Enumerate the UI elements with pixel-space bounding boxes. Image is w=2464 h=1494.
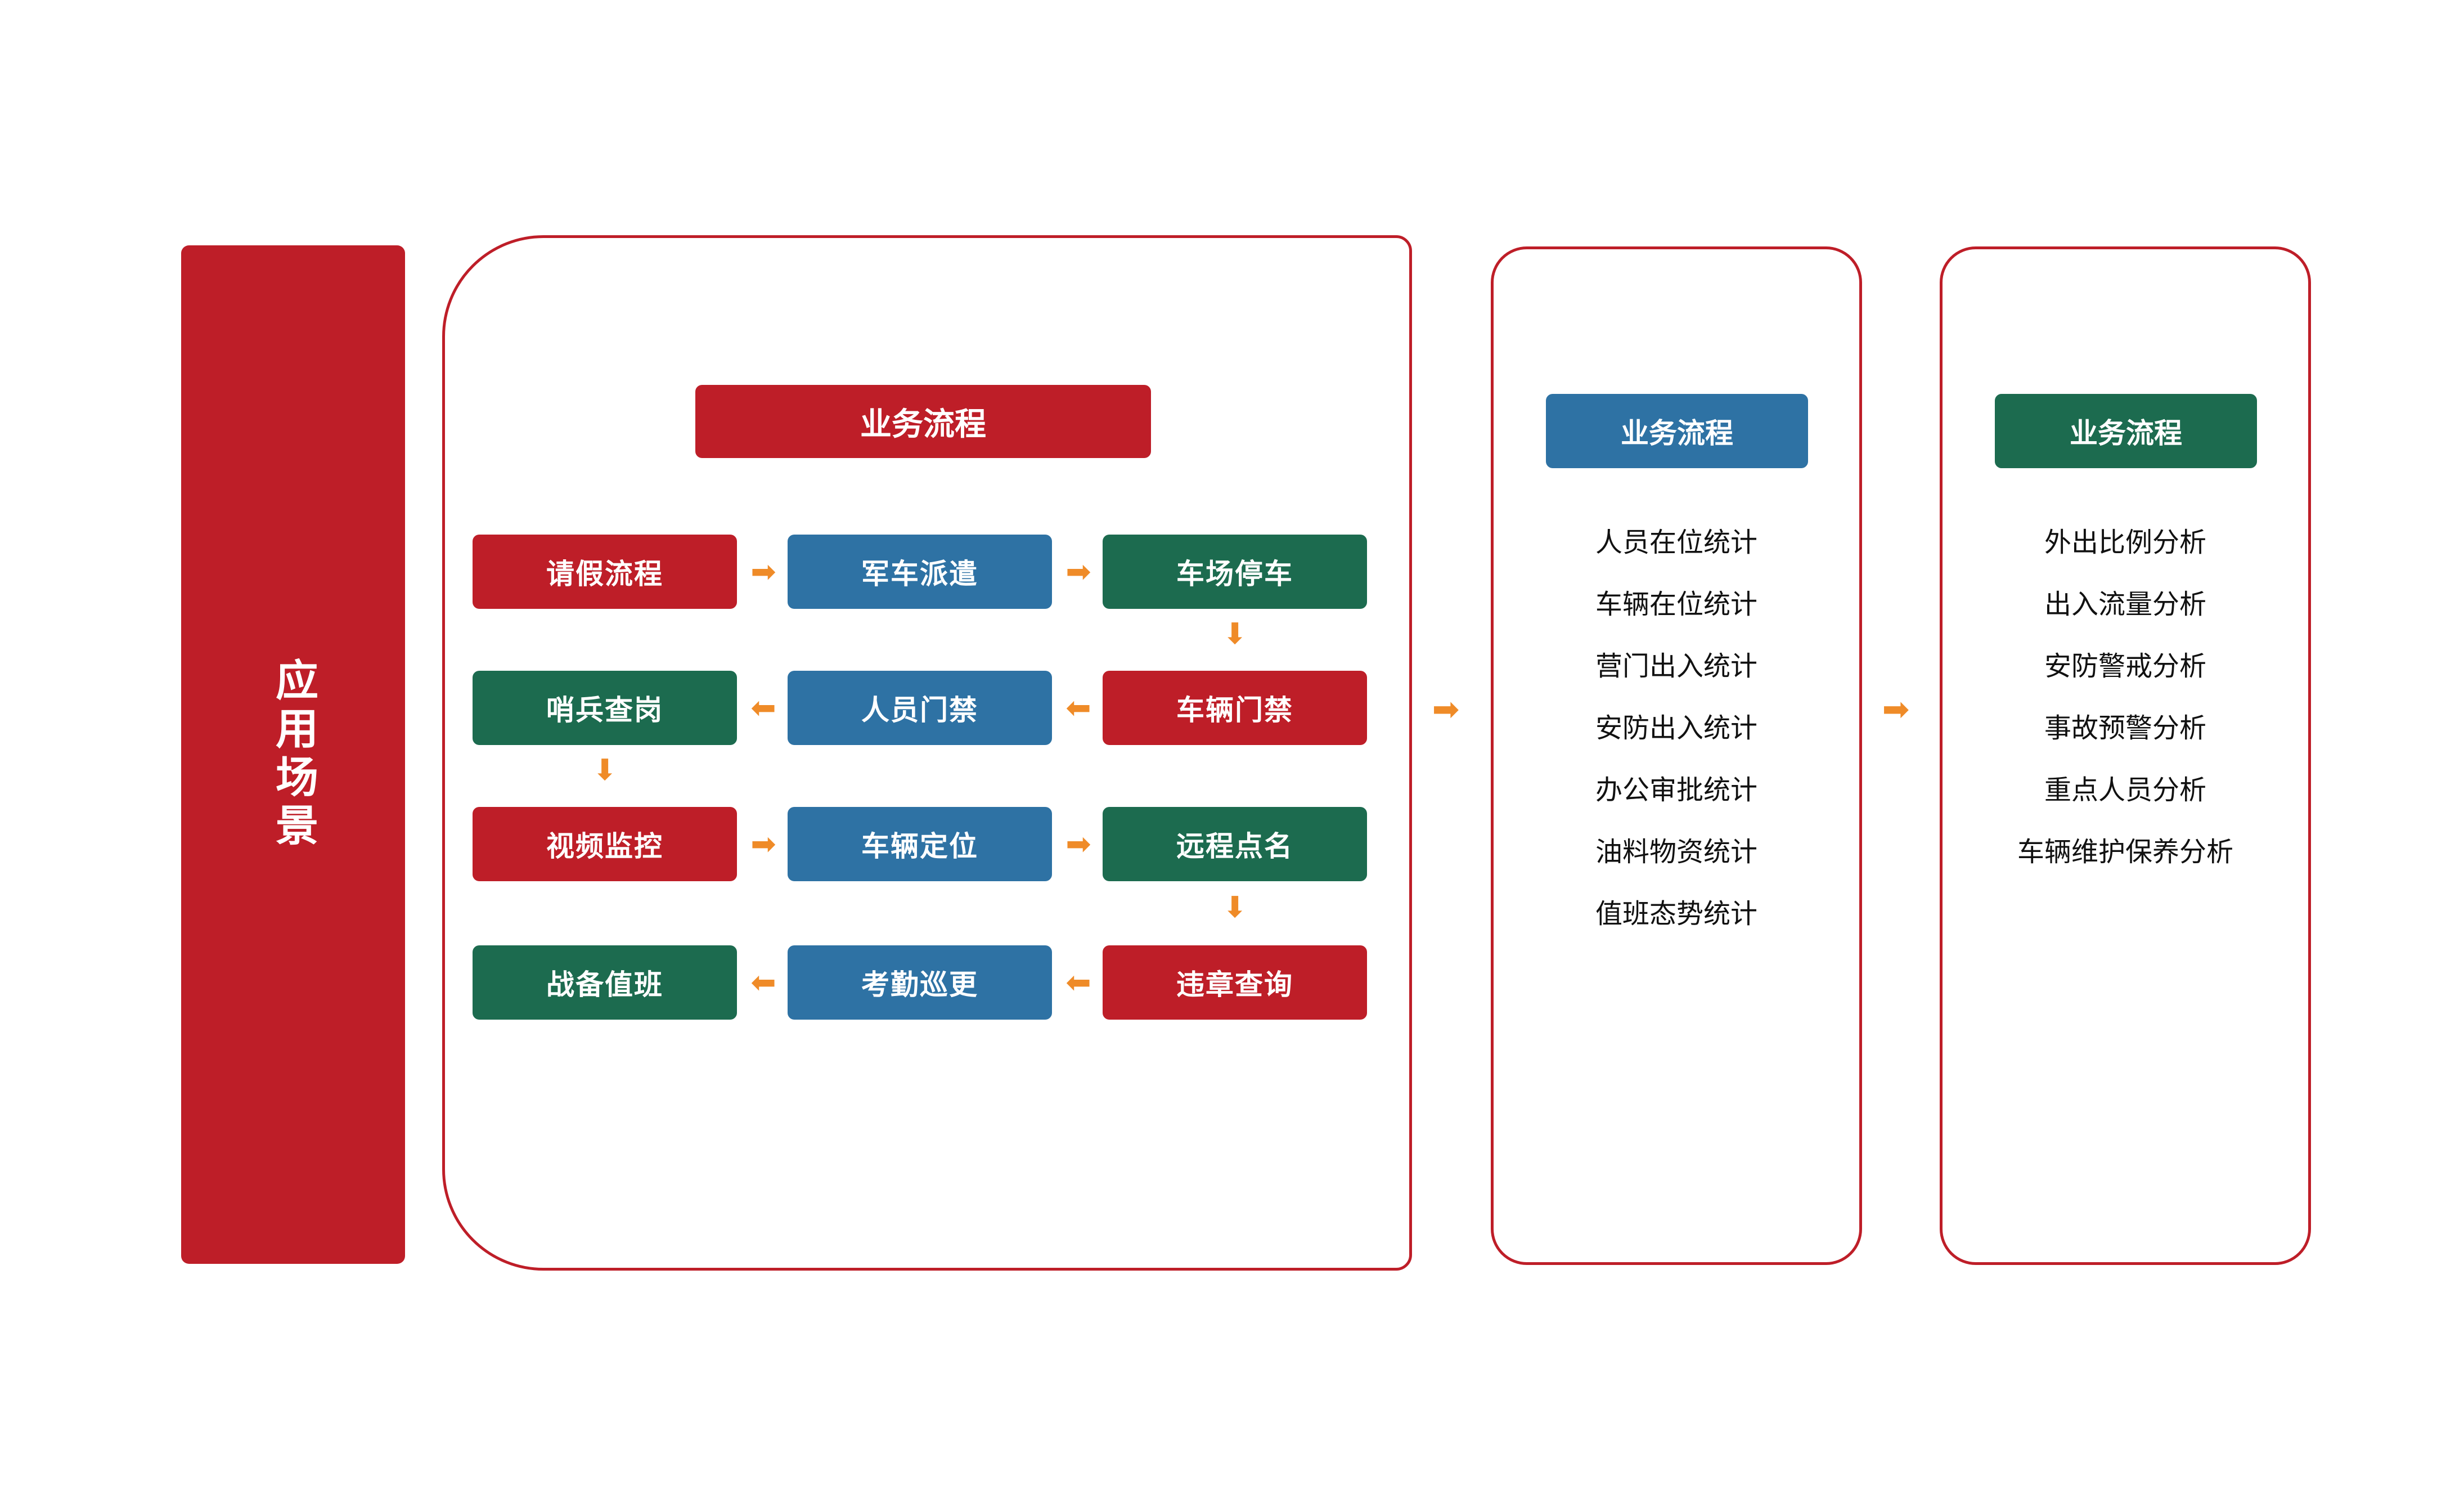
list-item[interactable]: 安防出入统计 — [1595, 712, 1757, 744]
arrow-right-icon: ➡ — [750, 826, 776, 862]
arrow-right-icon: ➡ — [1065, 554, 1091, 589]
flow-box-shipinjiankong[interactable]: 视频监控 — [473, 807, 737, 881]
flow-box-renyuanmenjin[interactable]: 人员门禁 — [788, 671, 1052, 745]
connector-arrow-right-icon: ➡ — [1432, 690, 1460, 728]
flow-box-junchepaiqian[interactable]: 军车派遣 — [788, 535, 1052, 609]
list-item[interactable]: 人员在位统计 — [1595, 527, 1757, 558]
flow-box-cheliangdingwei[interactable]: 车辆定位 — [788, 807, 1052, 881]
process-panel-title: 业务流程 — [695, 385, 1151, 458]
flow-box-weizhangchaxun[interactable]: 违章查询 — [1103, 945, 1367, 1020]
stats-panel-title: 业务流程 — [1546, 394, 1808, 468]
analysis-list: 外出比例分析 出入流量分析 安防警戒分析 事故预警分析 重点人员分析 车辆维护保… — [1940, 529, 2311, 900]
list-item[interactable]: 事故预警分析 — [2044, 712, 2206, 744]
arrow-left-icon: ⬅ — [1065, 690, 1091, 725]
arrow-left-icon: ⬅ — [750, 964, 776, 1000]
flow-box-kaoqinxungeng[interactable]: 考勤巡更 — [788, 945, 1052, 1020]
scenario-banner: 应用场景 — [181, 245, 405, 1264]
arrow-left-icon: ⬅ — [1065, 964, 1091, 1000]
list-item[interactable]: 安防警戒分析 — [2044, 650, 2206, 682]
scenario-banner-label: 应用场景 — [268, 658, 318, 851]
flow-box-chechangtingche[interactable]: 车场停车 — [1103, 535, 1367, 609]
analysis-panel-title: 业务流程 — [1995, 394, 2257, 468]
connector-arrow-right-icon: ➡ — [1882, 690, 1910, 728]
list-item[interactable]: 出入流量分析 — [2044, 589, 2206, 620]
arrow-down-icon: ⬇ — [592, 753, 617, 787]
list-item[interactable]: 外出比例分析 — [2044, 527, 2206, 558]
flow-box-qingjialiucheng[interactable]: 请假流程 — [473, 535, 737, 609]
list-item[interactable]: 车辆在位统计 — [1595, 589, 1757, 620]
list-item[interactable]: 营门出入统计 — [1595, 650, 1757, 682]
arrow-down-icon: ⬇ — [1222, 617, 1247, 651]
list-item[interactable]: 值班态势统计 — [1595, 898, 1757, 930]
list-item[interactable]: 重点人员分析 — [2044, 774, 2206, 806]
arrow-right-icon: ➡ — [750, 554, 776, 589]
list-item[interactable]: 办公审批统计 — [1595, 774, 1757, 806]
stats-list: 人员在位统计 车辆在位统计 营门出入统计 安防出入统计 办公审批统计 油料物资统… — [1491, 529, 1862, 962]
arrow-left-icon: ⬅ — [750, 690, 776, 725]
arrow-right-icon: ➡ — [1065, 826, 1091, 862]
list-item[interactable]: 油料物资统计 — [1595, 836, 1757, 868]
flow-box-yuanchengdianming[interactable]: 远程点名 — [1103, 807, 1367, 881]
arrow-down-icon: ⬇ — [1222, 891, 1247, 925]
flow-box-zhanbeizhiban[interactable]: 战备值班 — [473, 945, 737, 1020]
flow-box-shaobingchagang[interactable]: 哨兵查岗 — [473, 671, 737, 745]
flow-box-cheliangmenjin[interactable]: 车辆门禁 — [1103, 671, 1367, 745]
list-item[interactable]: 车辆维护保养分析 — [2017, 836, 2233, 868]
